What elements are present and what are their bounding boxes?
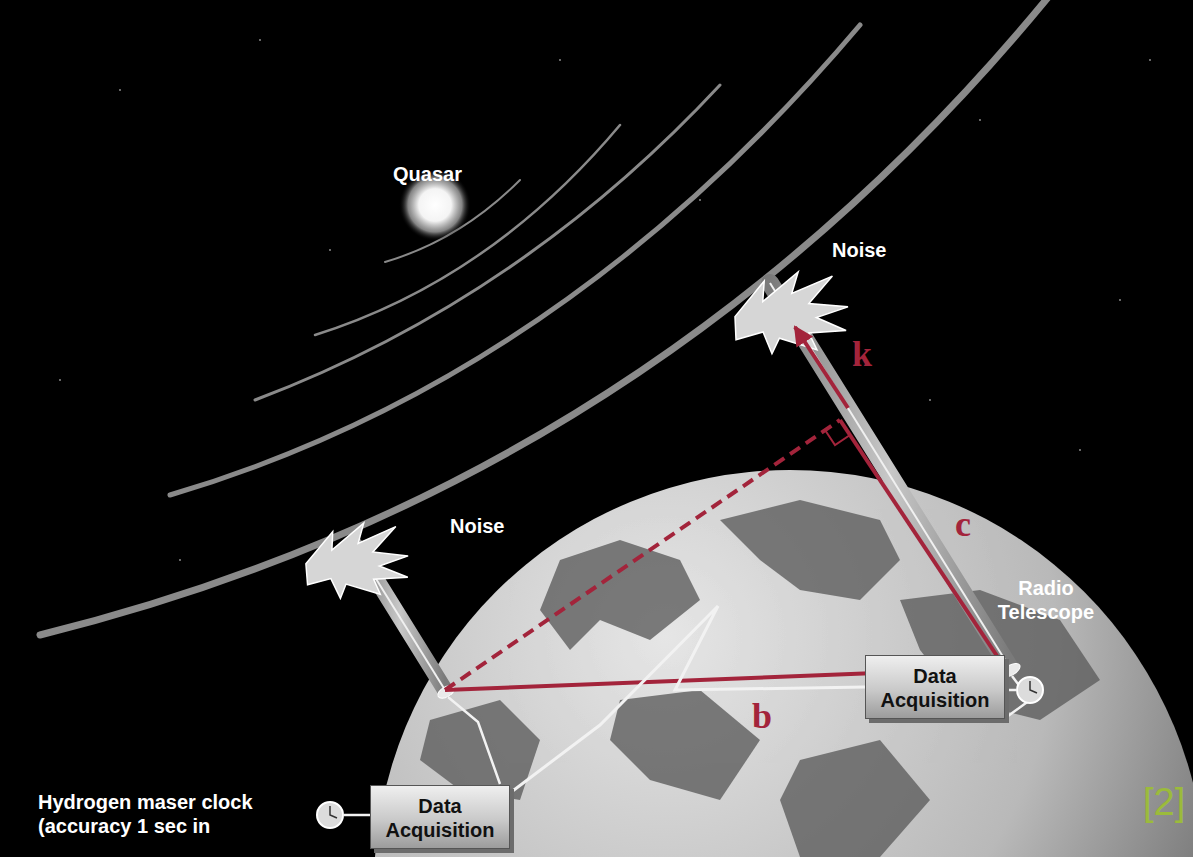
reference-number: [2] bbox=[1143, 783, 1185, 821]
clock-note: Hydrogen maser clock (accuracy 1 sec in bbox=[38, 790, 300, 838]
right-angle-mark bbox=[825, 430, 850, 445]
wavefront bbox=[315, 125, 620, 335]
source-direction-vector bbox=[795, 327, 848, 408]
signal-beam bbox=[770, 283, 1010, 668]
source-label: Quasar bbox=[393, 162, 462, 186]
signal-beams bbox=[355, 283, 1010, 690]
vector-symbol: b bbox=[752, 698, 772, 734]
vector-symbol: k bbox=[852, 336, 872, 372]
delay-segment bbox=[840, 420, 1005, 668]
wavefront bbox=[170, 25, 860, 495]
noise-burst bbox=[726, 265, 854, 364]
data-link-wire bbox=[510, 606, 865, 793]
geometry-vectors bbox=[445, 327, 1005, 690]
projection-line bbox=[445, 420, 840, 690]
noise-label: Noise bbox=[832, 238, 886, 262]
noise-label: Noise bbox=[450, 514, 504, 538]
wavefront bbox=[255, 85, 720, 400]
noise-burst bbox=[299, 517, 414, 607]
telescope-label: Radio Telescope bbox=[990, 576, 1102, 624]
acquisition-box: Data Acquisition bbox=[865, 655, 1005, 719]
vector-symbol: c bbox=[955, 506, 971, 542]
box-title: Data Acquisition bbox=[872, 664, 998, 712]
box-title: Data Acquisition bbox=[377, 794, 503, 842]
noise-bursts bbox=[299, 265, 855, 607]
acquisition-box: Data Acquisition bbox=[370, 785, 510, 849]
signal-beam-core bbox=[770, 283, 1010, 668]
stars bbox=[59, 39, 1151, 561]
